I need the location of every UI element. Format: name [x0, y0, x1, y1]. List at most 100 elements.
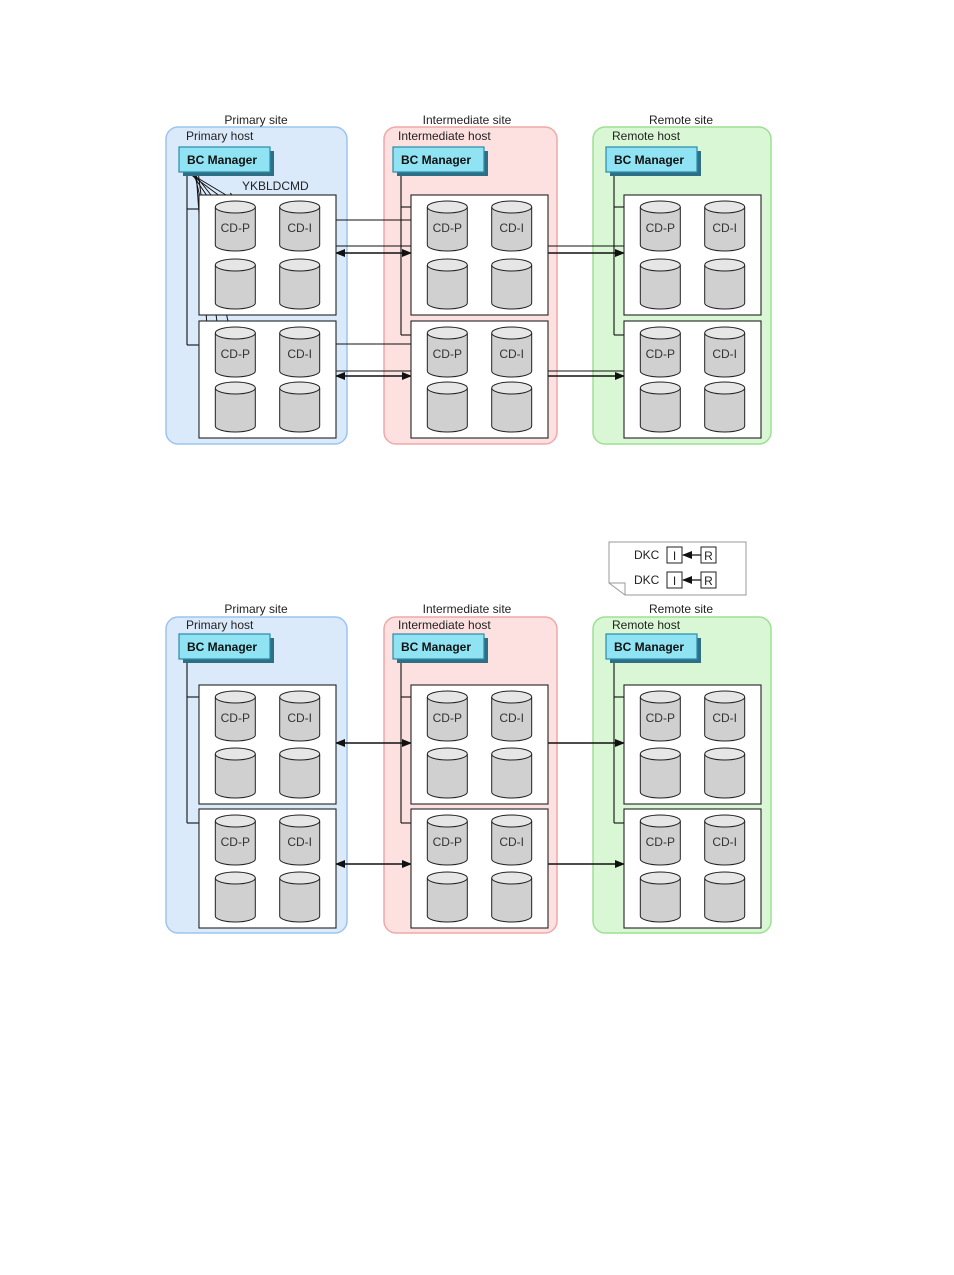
volume-cylinder-top — [426, 200, 468, 214]
volume-cylinder-body — [279, 265, 321, 310]
cdp-volume-label: CD-P — [646, 221, 675, 235]
volume — [639, 871, 681, 923]
cdi-volume: CD-I — [491, 326, 533, 378]
volume-cylinder-top — [491, 814, 533, 828]
cdi-volume: CD-I — [491, 690, 533, 742]
intermediate-bc-manager — [392, 146, 485, 173]
volume-cylinder-body — [491, 697, 533, 742]
remote-site-label: Remote site — [649, 113, 713, 127]
cdp-volume: CD-P — [426, 326, 468, 378]
volume-cylinder-body — [704, 265, 746, 310]
bc-manager-label: BC Manager — [614, 153, 684, 167]
cdp-volume-label: CD-P — [433, 711, 462, 725]
volume-cylinder-body — [704, 878, 746, 923]
volume-cylinder-top — [279, 814, 321, 828]
volume-cylinder-body — [704, 697, 746, 742]
cdp-volume: CD-P — [214, 200, 256, 252]
volume-cylinder-top — [704, 747, 746, 761]
volume-cylinder-body — [426, 207, 468, 252]
volume-cylinder-body — [279, 754, 321, 799]
cdi-volume-label: CD-I — [712, 711, 737, 725]
volume-cylinder-body — [491, 878, 533, 923]
volume-cylinder-top — [639, 814, 681, 828]
volume-cylinder-top — [426, 326, 468, 340]
volume-cylinder-body — [639, 697, 681, 742]
volume-cylinder-top — [639, 326, 681, 340]
volume-cylinder-body — [214, 265, 256, 310]
cdp-volume: CD-P — [426, 814, 468, 866]
cdp-volume: CD-P — [426, 200, 468, 252]
cdp-volume: CD-P — [639, 200, 681, 252]
volume-cylinder-body — [639, 207, 681, 252]
volume-cylinder-body — [639, 878, 681, 923]
volume-cylinder-top — [214, 326, 256, 340]
cdi-volume: CD-I — [704, 200, 746, 252]
volume-cylinder-top — [639, 200, 681, 214]
legend-box-r-label: R — [704, 549, 713, 563]
volume-cylinder-body — [426, 697, 468, 742]
legend-dkc-label: DKC — [634, 548, 660, 562]
volume-cylinder-body — [491, 754, 533, 799]
volume-cylinder-body — [279, 388, 321, 433]
cdp-volume-label: CD-P — [433, 835, 462, 849]
volume — [491, 871, 533, 923]
volume — [704, 747, 746, 799]
primary-host-label: Primary host — [186, 618, 254, 632]
volume-cylinder-top — [279, 326, 321, 340]
volume-cylinder-top — [639, 258, 681, 272]
primary-site-label: Primary site — [224, 602, 288, 616]
volume-cylinder-top — [279, 200, 321, 214]
cdi-volume-label: CD-I — [287, 221, 312, 235]
volume-cylinder-body — [279, 697, 321, 742]
volume-cylinder-body — [214, 754, 256, 799]
primary-bc-manager — [178, 633, 271, 660]
cdp-volume: CD-P — [214, 814, 256, 866]
cdi-volume-label: CD-I — [287, 347, 312, 361]
intermediate-bc-manager — [392, 633, 485, 660]
cdp-volume: CD-P — [214, 690, 256, 742]
volume-cylinder-top — [639, 747, 681, 761]
bc-manager-label: BC Manager — [187, 640, 257, 654]
volume-cylinder-body — [426, 754, 468, 799]
volume-cylinder-top — [704, 200, 746, 214]
cdi-volume-label: CD-I — [712, 835, 737, 849]
volume-cylinder-top — [426, 381, 468, 395]
volume-cylinder-top — [491, 200, 533, 214]
volume-cylinder-top — [704, 258, 746, 272]
volume-cylinder-top — [279, 381, 321, 395]
volume — [426, 747, 468, 799]
cdi-volume-label: CD-I — [712, 221, 737, 235]
volume-cylinder-body — [214, 697, 256, 742]
volume-cylinder-top — [214, 200, 256, 214]
volume — [491, 258, 533, 310]
volume-cylinder-body — [279, 821, 321, 866]
volume-cylinder-body — [426, 333, 468, 378]
cdp-volume-label: CD-P — [646, 347, 675, 361]
command-label: YKBLDCMD — [242, 179, 309, 193]
volume-cylinder-body — [426, 821, 468, 866]
remote-host-label: Remote host — [612, 129, 681, 143]
volume-cylinder-top — [279, 871, 321, 885]
volume-cylinder-top — [704, 690, 746, 704]
volume-cylinder-body — [704, 207, 746, 252]
volume-cylinder-body — [491, 821, 533, 866]
volume-cylinder-body — [491, 388, 533, 433]
volume — [426, 381, 468, 433]
volume — [279, 747, 321, 799]
cdp-volume-label: CD-P — [433, 221, 462, 235]
intermediate-site-label: Intermediate site — [423, 602, 512, 616]
primary-bc-manager — [178, 146, 271, 173]
cdp-volume-label: CD-P — [433, 347, 462, 361]
volume-cylinder-top — [214, 871, 256, 885]
volume — [279, 871, 321, 923]
primary-site-label: Primary site — [224, 113, 288, 127]
volume-cylinder-body — [491, 265, 533, 310]
intermediate-host-label: Intermediate host — [398, 129, 491, 143]
volume-cylinder-top — [491, 381, 533, 395]
legend-box-i-label: I — [673, 549, 676, 563]
volume-cylinder-top — [639, 871, 681, 885]
legend-dkc-label: DKC — [634, 573, 660, 587]
cdi-volume: CD-I — [704, 814, 746, 866]
volume-cylinder-body — [279, 878, 321, 923]
